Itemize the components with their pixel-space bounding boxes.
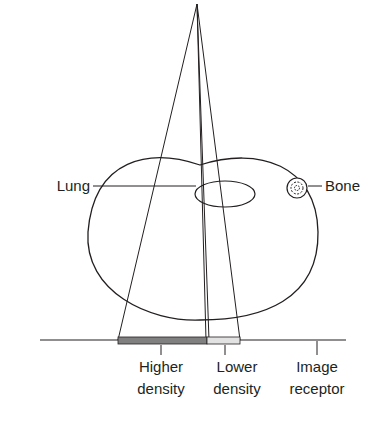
leader-line bbox=[161, 345, 162, 355]
region-label: Lower density bbox=[204, 356, 270, 400]
bone-texture bbox=[295, 186, 300, 191]
leader-line bbox=[225, 345, 226, 355]
leader-line bbox=[317, 341, 318, 355]
bone-shape bbox=[287, 178, 307, 198]
part-label: Bone bbox=[325, 175, 373, 197]
beam-edge bbox=[118, 4, 197, 340]
lung-shape bbox=[195, 181, 255, 207]
higher-density-bar bbox=[118, 337, 207, 344]
leader-line bbox=[93, 186, 196, 187]
body-outline bbox=[88, 158, 318, 320]
leader-line bbox=[308, 186, 322, 187]
part-label: Lung bbox=[30, 175, 90, 197]
lower-density-bar bbox=[207, 337, 240, 344]
beam-edge bbox=[197, 4, 240, 340]
part-label: Image receptor bbox=[281, 356, 353, 400]
region-label: Higher density bbox=[126, 356, 196, 400]
bone-texture bbox=[291, 182, 303, 194]
